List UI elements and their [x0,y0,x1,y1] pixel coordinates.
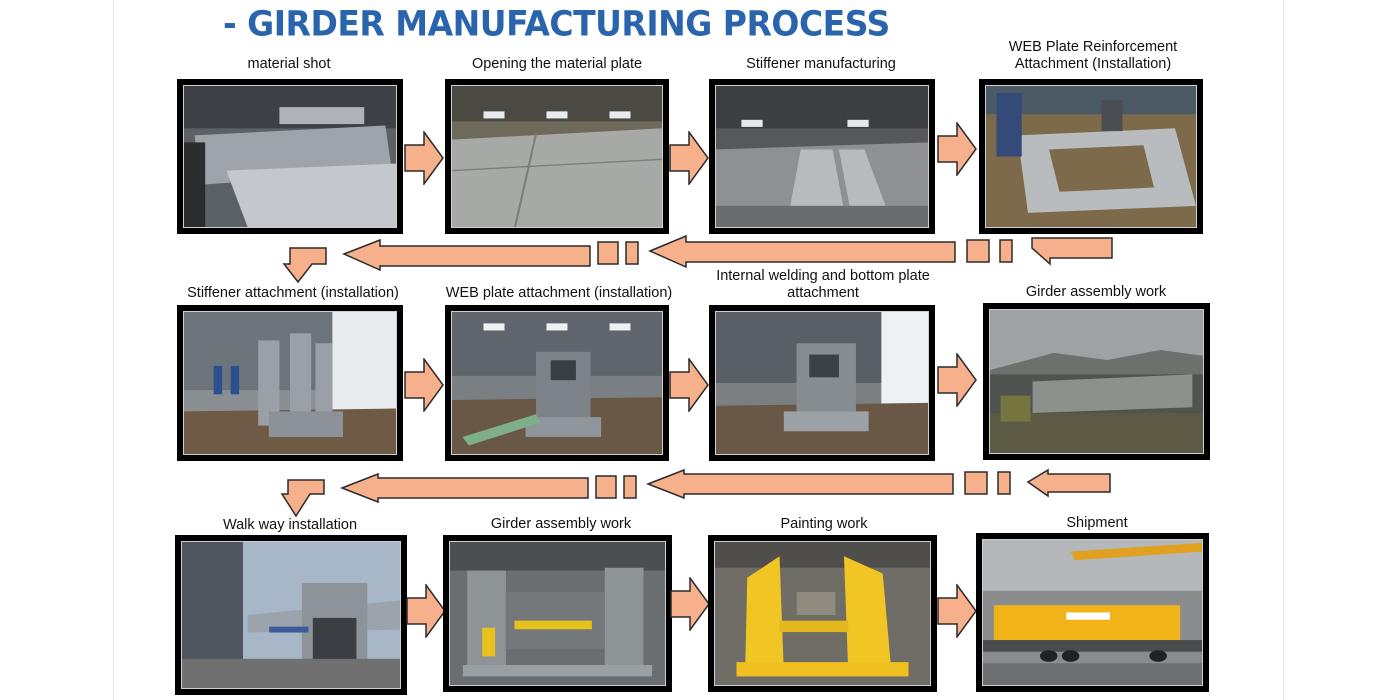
flow-arrow-right-icon [937,122,977,176]
web-plate-reinforcement-photo [979,79,1203,234]
flow-connector-2 [272,464,1122,520]
flow-arrow-right-icon [404,358,444,412]
step-label-stiffener-manufacturing: Stiffener manufacturing [746,56,896,72]
flow-connector-1 [272,234,1122,286]
painting-work-photo [708,535,937,692]
flow-arrow-right-icon [670,577,710,631]
girder-assembly-yellow-photo [443,535,672,692]
flow-arrow-right-icon [404,131,444,185]
flow-arrow-right-icon [937,584,977,638]
step-label-girder-assembly-2: Girder assembly work [490,516,632,532]
step-label-stiffener-attachment: Stiffener attachment (installation) [187,285,399,301]
walk-way-photo [175,535,407,695]
flow-arrow-right-icon [406,584,446,638]
stiffener-manufacturing-photo [709,79,935,234]
shipment-photo [976,533,1209,692]
step-label-web-plate-attachment: WEB plate attachment (installation) [445,285,673,301]
step-label-web-plate-reinforcement: WEB Plate Reinforcement Attachment (Inst… [1008,39,1178,72]
step-label-girder-assembly: Girder assembly work [1025,284,1167,300]
page-title: - GIRDER MANUFACTURING PROCESS [223,3,890,44]
flow-arrow-right-icon [669,358,709,412]
web-plate-attachment-photo [445,305,669,461]
step-label-material-plate: Opening the material plate [471,56,643,72]
step-label-internal-welding: Internal welding and bottom plate attach… [716,268,930,301]
material-shot-photo [177,79,403,234]
flow-arrow-right-icon [669,131,709,185]
material-plate-photo [445,79,669,234]
flow-arrow-right-icon [937,353,977,407]
stiffener-attachment-photo [177,305,403,461]
step-label-walk-way: Walk way installation [222,517,358,533]
internal-welding-photo [709,305,935,461]
step-label-painting-work: Painting work [780,516,868,532]
girder-assembly-photo [983,303,1210,460]
step-label-material-shot: material shot [247,56,331,72]
step-label-shipment: Shipment [1066,515,1128,531]
